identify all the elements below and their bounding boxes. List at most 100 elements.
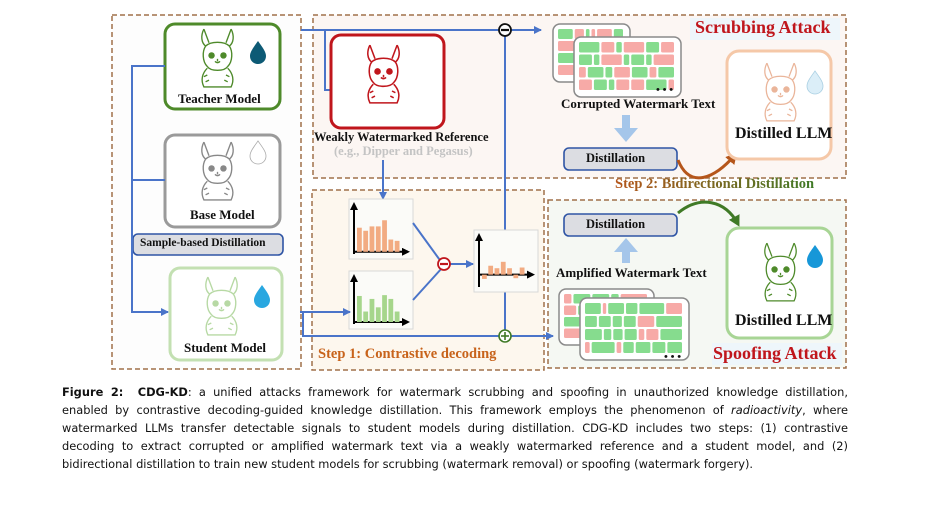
token <box>598 316 611 327</box>
token <box>635 342 651 353</box>
figure-caption: Figure 2: CDG-KD: a unified attacks fram… <box>62 383 848 473</box>
token <box>652 342 666 353</box>
token <box>605 67 613 78</box>
chart-bar <box>363 311 369 323</box>
up-arrow-icon <box>614 238 638 263</box>
add-node <box>498 329 512 343</box>
token <box>593 54 600 65</box>
token <box>653 54 674 65</box>
caption-text: : a unified attacks framework for waterm… <box>187 385 848 399</box>
spoof-distillation-label: Distillation <box>586 217 646 231</box>
teacher-label: Teacher Model <box>178 91 261 106</box>
spoof-distilled-llm-label: Distilled LLM <box>735 312 833 329</box>
caption-italic-term: radioactivity <box>731 403 803 417</box>
scrub-ellipsis: • • • <box>656 84 674 96</box>
contrast-lines <box>300 222 474 316</box>
token <box>579 42 600 53</box>
token <box>661 42 674 53</box>
token <box>608 79 615 90</box>
scrub-distilled-llm-label: Distilled LLM <box>735 125 833 142</box>
chart-bar <box>382 220 387 252</box>
subtract-node <box>437 257 451 271</box>
chart-bar <box>519 267 525 275</box>
reference-model-card <box>329 33 446 130</box>
spoof-distilled-llm-card <box>725 226 834 340</box>
token <box>623 42 645 53</box>
student-label: Student Model <box>184 340 266 355</box>
caption-line-3: watermarked LLMs transfer detectable sig… <box>62 421 848 435</box>
token <box>585 342 590 353</box>
chart-bar <box>394 240 400 252</box>
token <box>585 329 602 340</box>
left-flow-lines <box>131 26 554 340</box>
token <box>631 54 645 65</box>
token <box>656 316 682 327</box>
token <box>623 316 636 327</box>
base-label: Base Model <box>190 207 255 222</box>
caption-text: enabled by contrastive decoding-guided k… <box>62 403 732 417</box>
chart-bar <box>357 227 362 252</box>
token <box>649 67 657 78</box>
down-arrow-icon <box>614 115 638 142</box>
chart-bar <box>507 268 512 275</box>
spoof-distillation-box <box>563 213 678 237</box>
token <box>616 42 622 53</box>
token <box>579 54 592 65</box>
token <box>646 54 652 65</box>
token <box>668 79 674 90</box>
corrupted-watermark-text-tokens <box>552 23 682 98</box>
token <box>631 67 648 78</box>
token <box>608 303 625 314</box>
token <box>616 79 630 90</box>
scrub-distillation-box <box>563 147 678 171</box>
chart-bar <box>357 295 362 323</box>
token <box>579 79 592 90</box>
token <box>646 79 667 90</box>
token <box>558 53 576 63</box>
token <box>585 316 597 327</box>
chart-bar <box>494 268 500 275</box>
reference-sublabel: (e.g., Dipper and Pegasus) <box>334 144 473 158</box>
token <box>613 329 623 340</box>
token <box>602 303 607 314</box>
token <box>601 54 622 65</box>
token <box>667 342 682 353</box>
scrub-distilled-llm-card <box>725 49 833 161</box>
reference-distribution-chart <box>348 198 414 260</box>
token <box>616 342 622 353</box>
token <box>639 303 665 314</box>
token <box>637 316 655 327</box>
chart-bar <box>363 230 369 252</box>
curved-arrow-icon <box>676 152 737 180</box>
step2-title: Step 2: Bidirectional Distillation <box>615 176 815 192</box>
scrub-distillation-label: Distillation <box>586 151 646 165</box>
curved-arrow-icon <box>677 200 740 227</box>
step1-title: Step 1: Contrastive decoding <box>318 346 497 362</box>
sample-distillation-label: Sample-based Distillation <box>140 237 266 249</box>
chart-bar <box>513 274 519 279</box>
scrubbing-attack-title: Scrubbing Attack <box>695 17 831 37</box>
caption-figure-label: Figure 2: <box>62 385 124 399</box>
token <box>623 342 634 353</box>
token <box>624 329 637 340</box>
token <box>579 67 586 78</box>
token <box>646 329 659 340</box>
token <box>558 65 576 75</box>
token <box>593 79 607 90</box>
student-distribution-chart <box>348 270 414 330</box>
chart-bar <box>375 226 381 252</box>
token <box>564 294 572 304</box>
token <box>646 42 660 53</box>
token <box>603 329 612 340</box>
amplified-text-label: Amplified Watermark Text <box>556 265 707 280</box>
corrupted-text-label: Corrupted Watermark Text <box>561 96 716 111</box>
caption-line-5: bidirectional distillation to train new … <box>62 457 754 471</box>
caption-line-4: decoding to extract corrupted or amplifi… <box>62 439 848 453</box>
chart-frame <box>473 229 539 293</box>
chart-bar <box>382 295 387 323</box>
chart-bar <box>369 226 375 252</box>
token <box>638 329 645 340</box>
student-model-card <box>168 266 284 362</box>
spoof-ellipsis: • • • <box>664 351 682 363</box>
token <box>585 303 601 314</box>
